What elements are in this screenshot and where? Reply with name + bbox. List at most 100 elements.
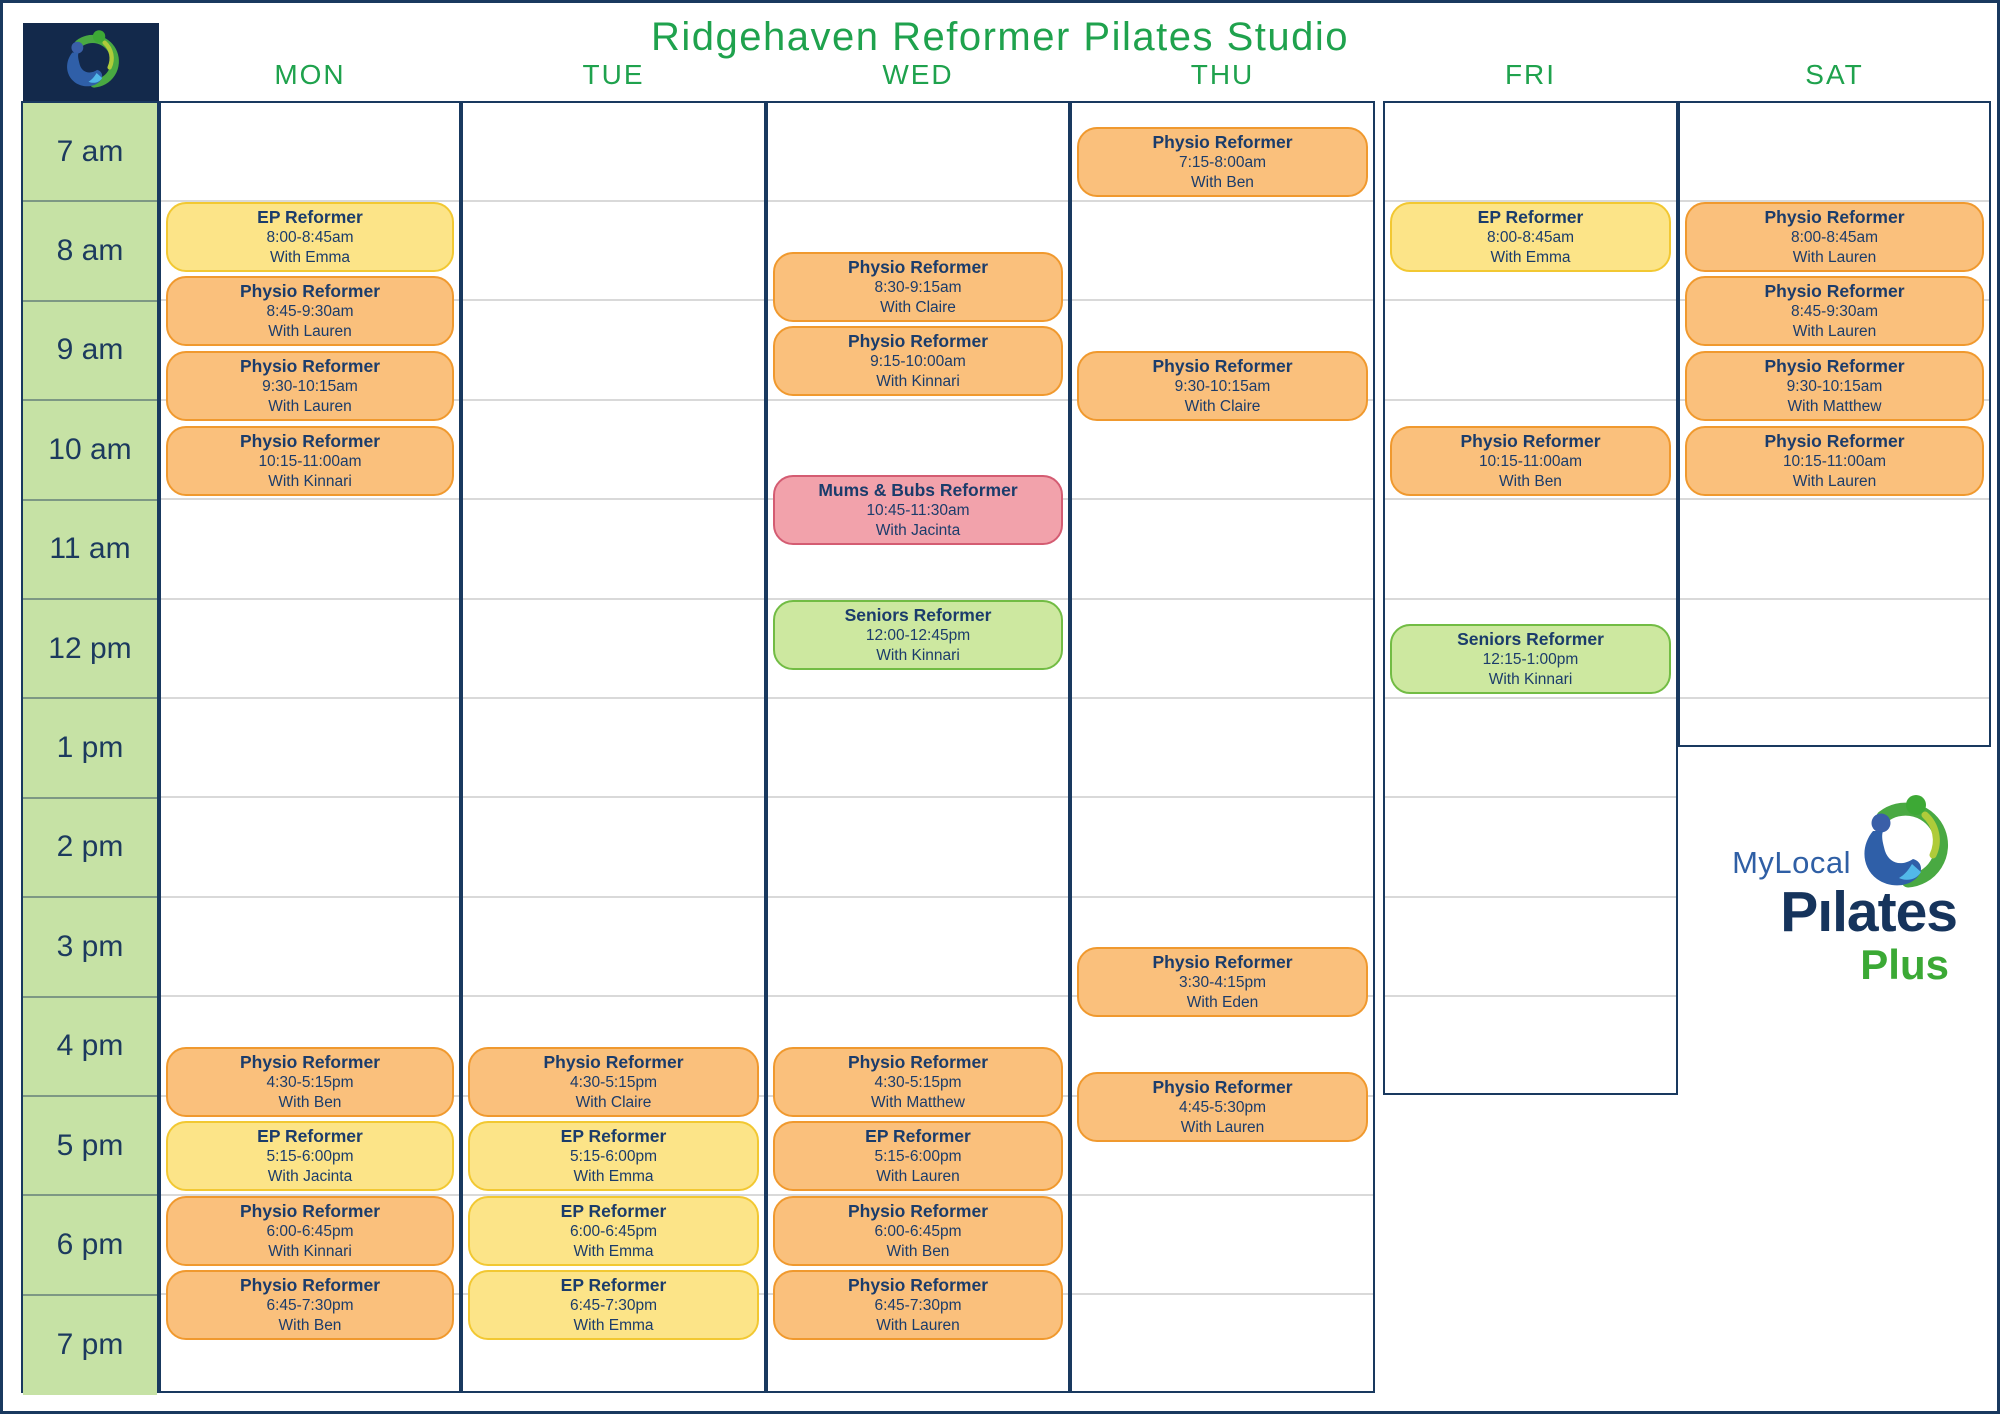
hour-gridline [1385,597,1676,600]
day-header-tue: TUE [582,59,645,90]
event-time: 8:45-9:30am [1790,303,1879,321]
event-instructor: With Emma [573,1317,654,1335]
event-time: 9:30-10:15am [1174,378,1271,396]
event-class-name: Physio Reformer [847,1275,989,1296]
event-time: 5:15-6:00pm [569,1148,658,1166]
hour-gridline [463,199,764,202]
event-class-name: Physio Reformer [1764,430,1905,451]
event-time: 8:45-9:30am [266,303,354,321]
event-instructor: With Matthew [1787,398,1882,416]
hour-gridline [1680,498,1989,501]
event-instructor: With Ben [1191,174,1254,192]
event-class-name: Physio Reformer [239,430,381,451]
event-time: 10:45-11:30am [866,502,970,520]
hour-gridline [768,398,1068,401]
event-class-name: EP Reformer [1477,206,1584,227]
hour-gridline [768,796,1068,799]
event-instructor: With Lauren [1180,1118,1265,1136]
event-time: 6:45-7:30pm [266,1297,354,1315]
time-label-2-pm: 2 pm [23,798,157,899]
time-label-7-am: 7 am [23,103,157,203]
hour-gridline [1385,995,1676,998]
time-label-7-pm: 7 pm [23,1295,157,1396]
time-label-1-pm: 1 pm [23,699,157,799]
event-class-name: Physio Reformer [239,281,381,302]
event-class-name: Physio Reformer [543,1051,684,1072]
event-class-name: Physio Reformer [1152,356,1293,377]
hour-gridline [1072,1293,1373,1296]
event-time: 12:00-12:45pm [865,626,971,644]
page-title: Ridgehaven Reformer Pilates Studio [650,15,1349,59]
event-instructor: With Claire [1184,398,1261,416]
event-time: 4:45-5:30pm [1178,1098,1267,1116]
hour-gridline [768,895,1068,898]
event-class-name: Physio Reformer [1152,952,1293,973]
hour-gridline [1072,796,1373,799]
event-time: 4:30-5:15pm [569,1073,658,1091]
hour-gridline [768,696,1068,699]
event-instructor: With Lauren [876,1317,960,1335]
event-instructor: With Lauren [1792,472,1877,490]
event-instructor: With Claire [575,1093,652,1111]
hour-gridline [768,597,1068,600]
hour-gridline [1072,498,1373,501]
event-class-name: Physio Reformer [1764,356,1905,377]
hour-gridline [161,1193,459,1196]
time-label-4-pm: 4 pm [23,997,157,1097]
event-class-name: EP Reformer [560,1275,667,1296]
hour-gridline [463,1193,764,1196]
hour-gridline [463,597,764,600]
event-time: 4:30-5:15pm [266,1073,354,1091]
hour-gridline [1680,597,1989,600]
event-time: 10:15-11:00am [258,452,362,470]
event-instructor: With Kinnari [268,472,352,490]
event-class-name: Physio Reformer [239,1200,381,1221]
time-label-6-pm: 6 pm [23,1196,157,1296]
hour-gridline [463,398,764,401]
time-label-12-pm: 12 pm [23,599,157,700]
event-instructor: With Kinnari [1488,671,1573,689]
event-class-name: Physio Reformer [239,356,381,377]
event-time: 8:00-8:45am [266,228,354,246]
day-header-fri: FRI [1504,59,1557,90]
hour-gridline [1072,299,1373,302]
event-class-name: Mums & Bubs Reformer [818,480,1018,501]
event-instructor: With Lauren [268,398,352,416]
event-class-name: Physio Reformer [1152,1076,1293,1097]
event-class-name: Physio Reformer [239,1051,381,1072]
hour-gridline [161,796,459,799]
hour-gridline [161,199,459,202]
event-class-name: EP Reformer [257,206,363,227]
event-time: 6:45-7:30pm [569,1297,658,1315]
event-class-name: Physio Reformer [847,331,989,352]
event-class-name: Seniors Reformer [844,604,992,625]
hour-gridline [1385,199,1676,202]
people-circle-logo-icon [60,29,122,96]
event-class-name: EP Reformer [560,1126,667,1147]
event-time: 6:00-6:45pm [874,1222,962,1240]
event-instructor: With Ben [1499,472,1562,490]
hour-gridline [768,1193,1068,1196]
hour-gridline [161,597,459,600]
day-header-thu: THU [1190,59,1255,90]
hour-gridline [1072,199,1373,202]
event-time: 6:00-6:45pm [266,1222,354,1240]
event-instructor: With Kinnari [876,373,960,391]
event-instructor: With Ben [278,1317,342,1335]
event-class-name: Physio Reformer [1460,430,1601,451]
